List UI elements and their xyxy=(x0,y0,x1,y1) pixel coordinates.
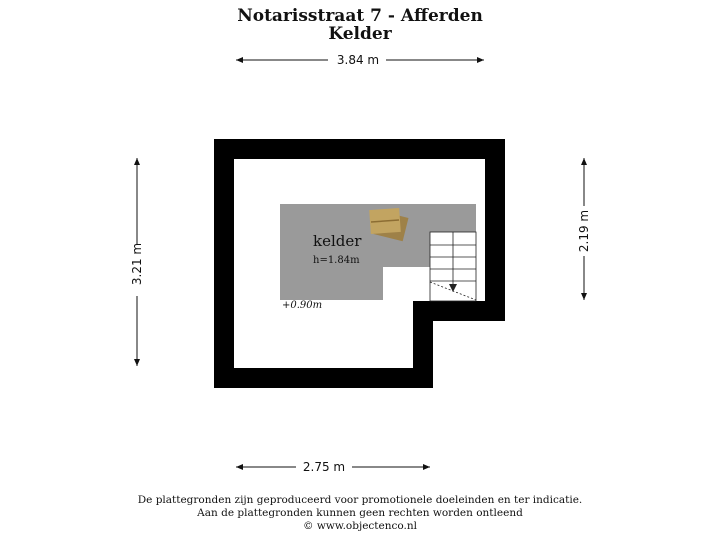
plan-floor-title: Kelder xyxy=(328,24,392,44)
walls xyxy=(214,139,505,388)
dimension-top-label: 3.84 m xyxy=(337,53,379,67)
plan-address-title: Notarisstraat 7 - Afferden xyxy=(237,6,483,26)
copyright-link[interactable]: © www.objectenco.nl xyxy=(303,520,417,532)
dimension-right-label: 2.19 m xyxy=(577,210,591,252)
stairs-icon xyxy=(429,231,477,302)
dimension-right: 2.19 m xyxy=(577,158,591,300)
arrow-icon xyxy=(449,284,457,292)
room-name: kelder xyxy=(313,232,362,250)
floor-level: +0.90m xyxy=(282,300,322,311)
dimension-left-label: 3.21 m xyxy=(130,243,144,285)
box-icon xyxy=(369,207,409,242)
disclaimer-line-2: Aan de plattegronden kunnen geen rechten… xyxy=(197,507,523,519)
disclaimer-line-1: De plattegronden zijn geproduceerd voor … xyxy=(137,494,583,506)
room-height: h=1.84m xyxy=(313,255,360,266)
dimension-left: 3.21 m xyxy=(130,158,144,366)
dimension-top: 3.84 m xyxy=(236,53,484,67)
room-floor-area xyxy=(280,204,476,300)
dimension-bottom: 2.75 m xyxy=(236,460,430,474)
dimension-bottom-label: 2.75 m xyxy=(303,460,345,474)
